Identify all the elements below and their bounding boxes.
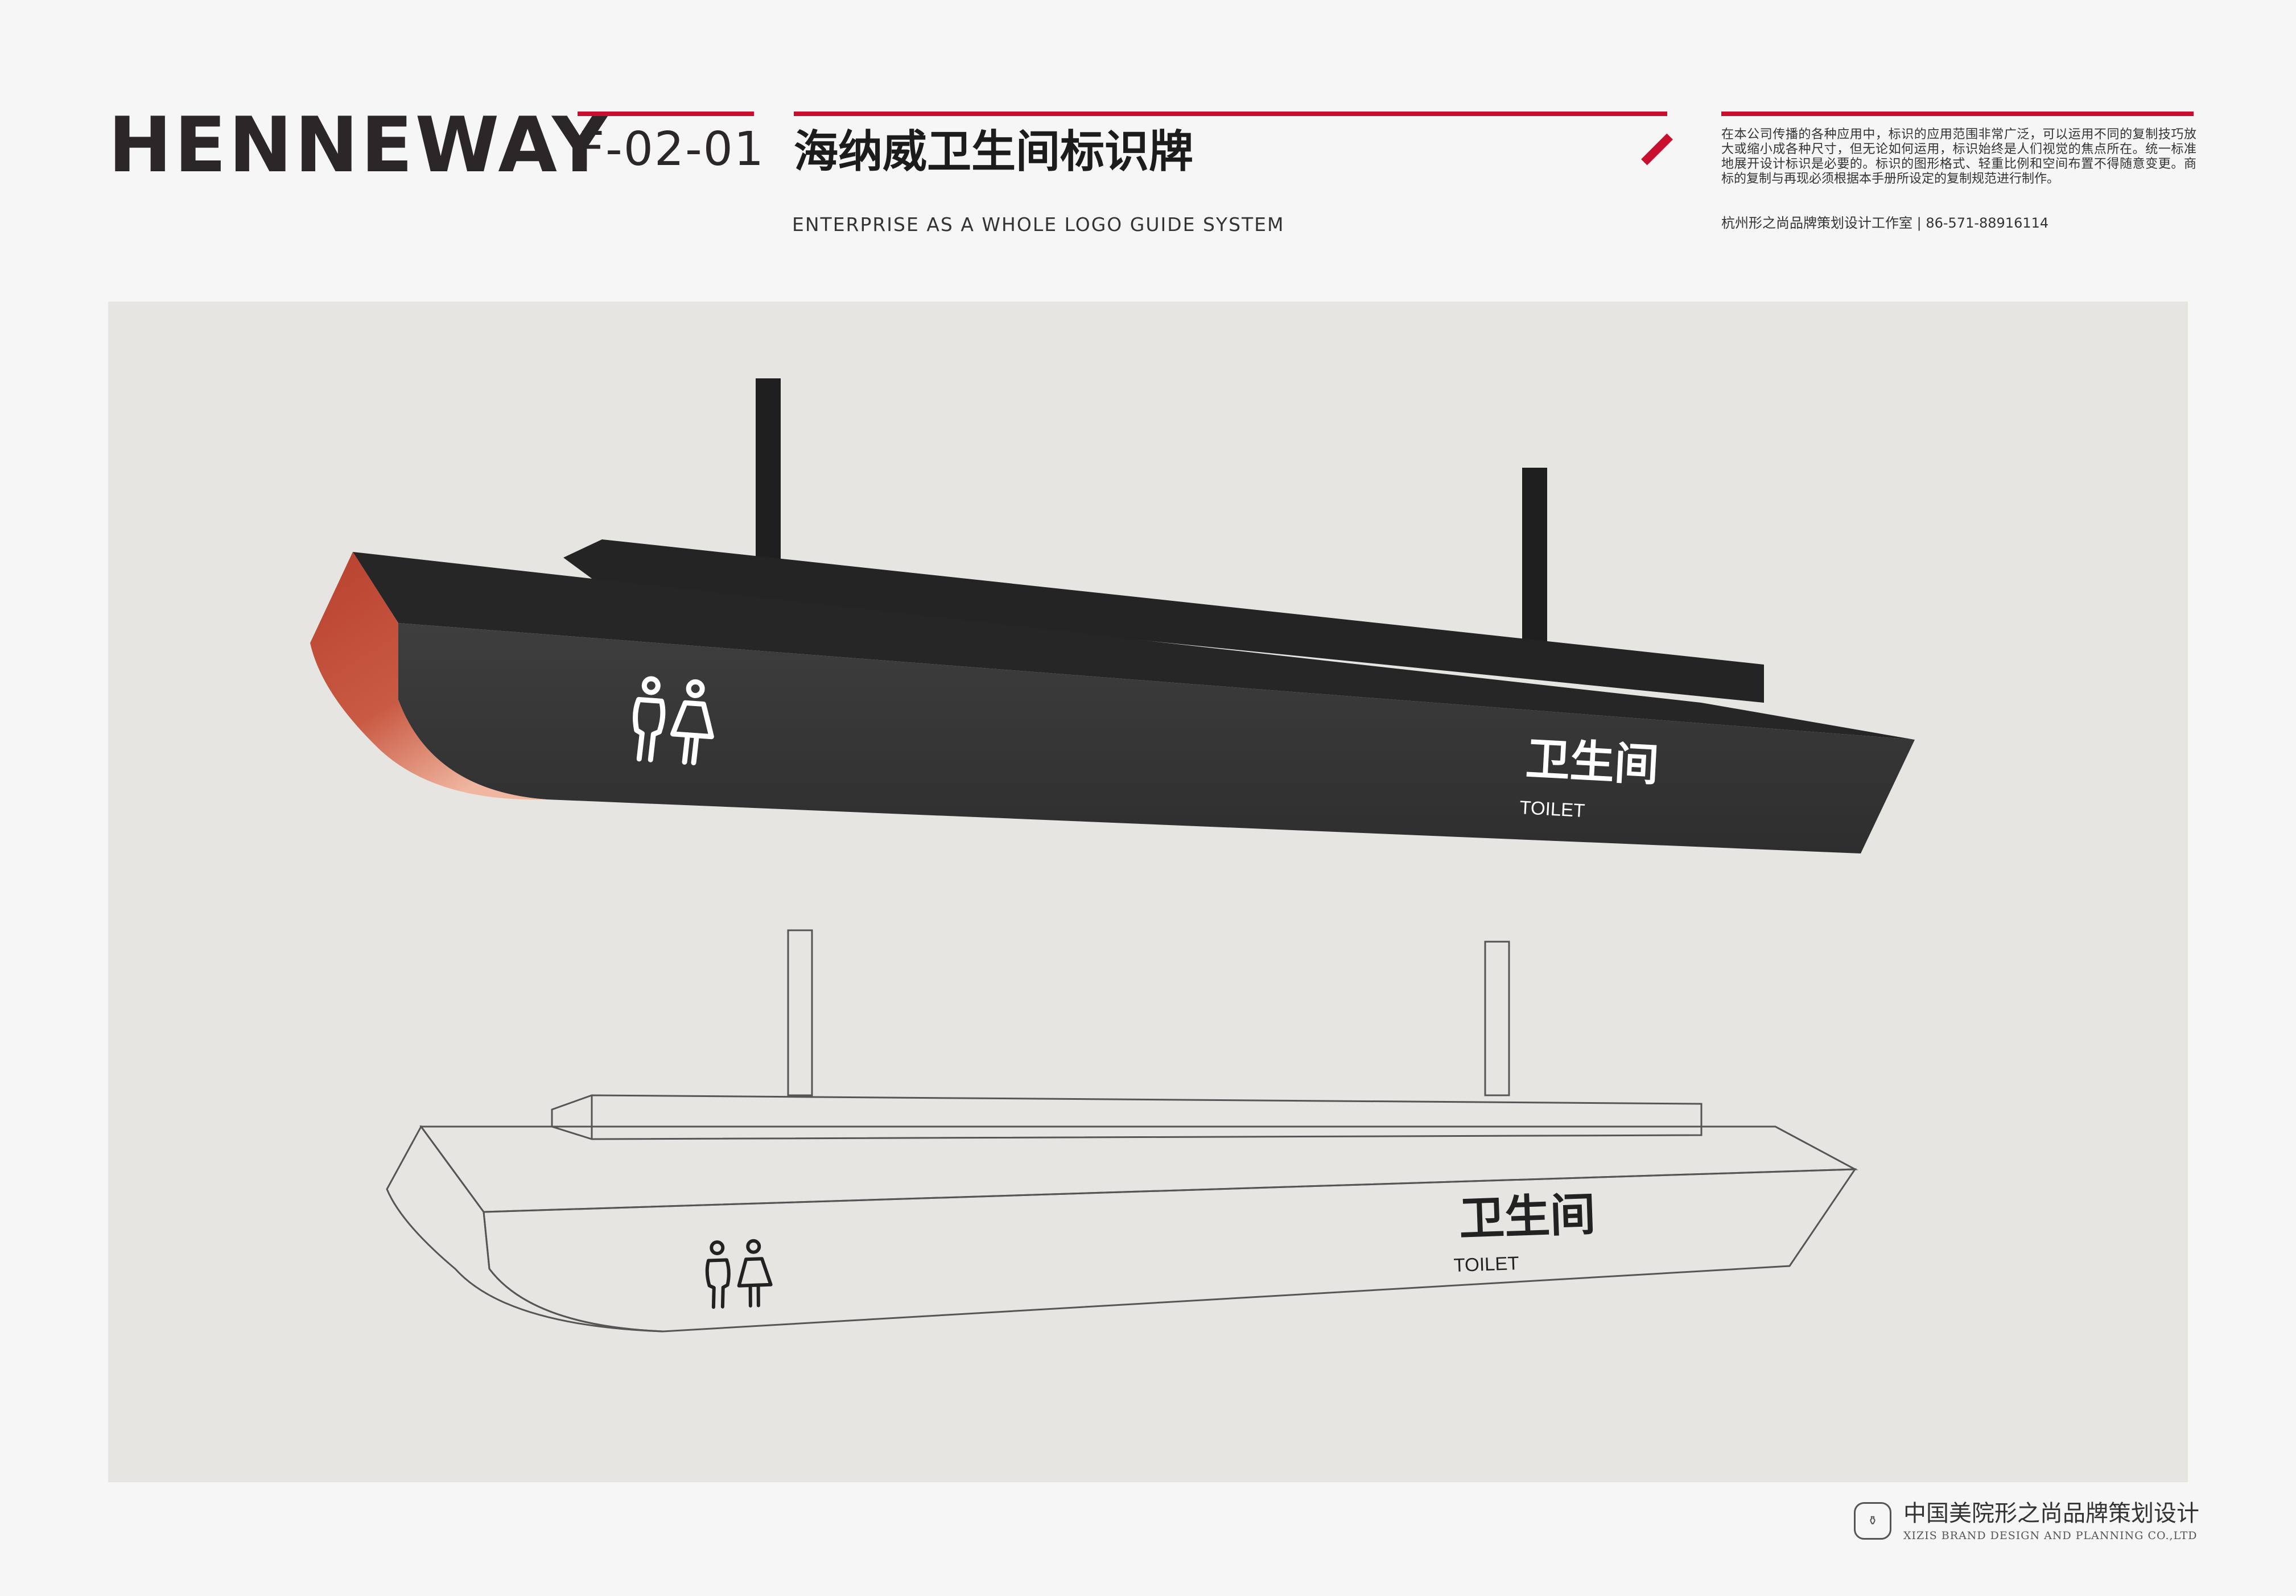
- title-accent-line: [794, 112, 1667, 116]
- top-rail: [563, 539, 1764, 703]
- outline-pole-right: [1484, 941, 1510, 1096]
- rendered-sign: [310, 378, 1915, 853]
- page-title: 海纳威卫生间标识牌: [794, 126, 1194, 178]
- sign-end-cap: [310, 552, 546, 800]
- outline-pole-left: [787, 929, 813, 1096]
- outline-label-cn: 卫生间: [1458, 1188, 1596, 1246]
- outline-end-cap: [386, 1125, 663, 1333]
- usage-notice: 在本公司传播的各种应用中，标识的应用范围非常广泛，可以运用不同的复制技巧放大或缩…: [1721, 127, 2196, 186]
- sign-label-cn: 卫生间: [1524, 733, 1660, 791]
- hanging-pole-right: [1522, 468, 1547, 664]
- sign-top-surface: [353, 552, 1915, 740]
- outline-label-en: TOILET: [1453, 1252, 1519, 1276]
- outline-front-face: [483, 1168, 1857, 1333]
- page-subtitle: ENTERPRISE AS A WHOLE LOGO GUIDE SYSTEM: [792, 213, 1285, 236]
- slash-icon: [1641, 133, 1673, 166]
- sign-front-face: [398, 623, 1915, 853]
- notice-accent-line: [1721, 112, 2194, 116]
- render-panel: [108, 302, 2188, 1482]
- outline-restroom-icon: [705, 1239, 773, 1309]
- contact-info: 杭州形之尚品牌策划设计工作室 | 86-571-88916114: [1721, 215, 2049, 231]
- page-code: F-02-01: [578, 122, 765, 176]
- outline-rail: [551, 1094, 1703, 1140]
- xizis-seal-icon: ⚱: [1854, 1502, 1891, 1540]
- code-accent-line: [578, 112, 754, 116]
- footer-company-cn: 中国美院形之尚品牌策划设计: [1903, 1500, 2199, 1527]
- brand-logo: HENNEWAY: [108, 101, 610, 189]
- sign-illustration: 卫生间 TOILET 卫生间 TOILET: [310, 378, 1915, 1333]
- sign-label-en: TOILET: [1519, 797, 1586, 821]
- footer-company-en: XIZIS BRAND DESIGN AND PLANNING CO.,LTD: [1903, 1529, 2198, 1542]
- hanging-pole-left: [756, 378, 781, 566]
- line-drawing-sign: [386, 929, 1858, 1333]
- restroom-man-woman-icon: [633, 676, 714, 766]
